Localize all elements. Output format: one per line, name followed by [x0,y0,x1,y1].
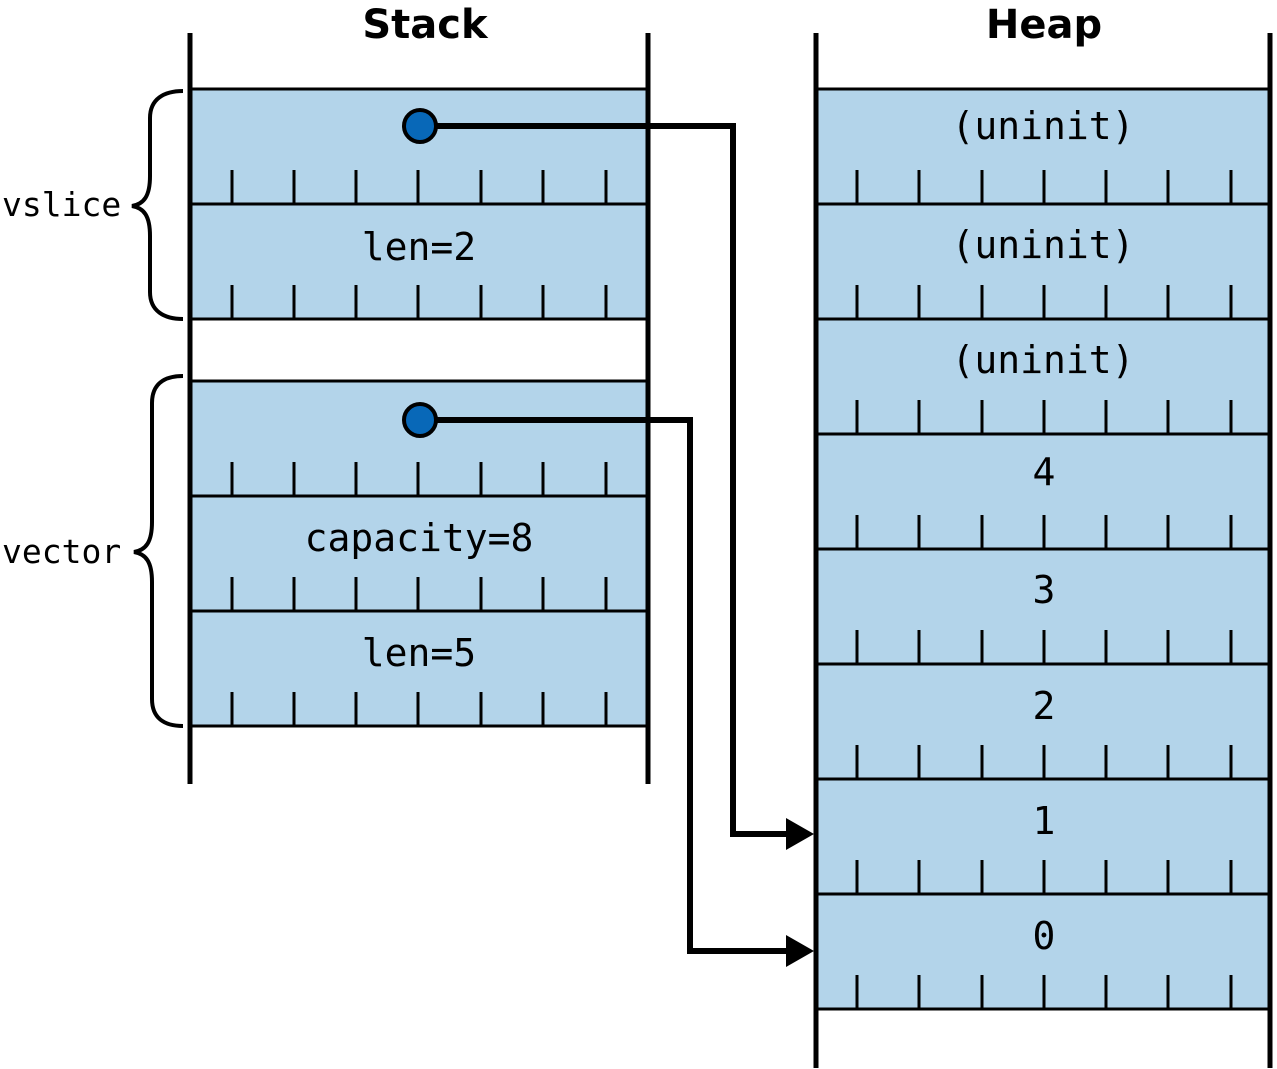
stack-label-vslice-len: len=2 [362,225,476,269]
stack-byte-ticks [230,170,608,726]
vector-pointer-line [420,417,788,954]
heap-column: (uninit) (uninit) (uninit) 4 3 2 1 0 [813,33,1273,1068]
vslice-pointer-arrowhead [786,818,814,850]
heap-label-5: (uninit) [951,338,1134,382]
vector-label: vector [2,532,121,571]
stack-column: len=2 capacity=8 len=5 [187,33,651,784]
vector-pointer-arrowhead [786,935,814,967]
vector-brace [133,374,184,728]
stack-label-vector-len: len=5 [362,631,476,675]
vector-pointer-dot [402,402,438,438]
vslice-label: vslice [2,185,121,224]
stack-heading: Stack [362,2,489,48]
heap-label-2: 2 [1033,684,1056,728]
heap-label-1: 1 [1033,799,1056,843]
vslice-pointer-line [420,123,788,837]
heap-label-3: 3 [1033,568,1056,612]
heap-label-7: (uninit) [951,104,1134,148]
vslice-pointer-dot [402,108,438,144]
heap-label-4: 4 [1033,450,1056,494]
heap-heading: Heap [986,2,1102,48]
heap-label-0: 0 [1033,914,1056,958]
vslice-brace [131,89,184,321]
heap-label-6: (uninit) [951,223,1134,267]
stack-label-vector-capacity: capacity=8 [305,516,534,560]
heap-byte-ticks [855,170,1233,1009]
